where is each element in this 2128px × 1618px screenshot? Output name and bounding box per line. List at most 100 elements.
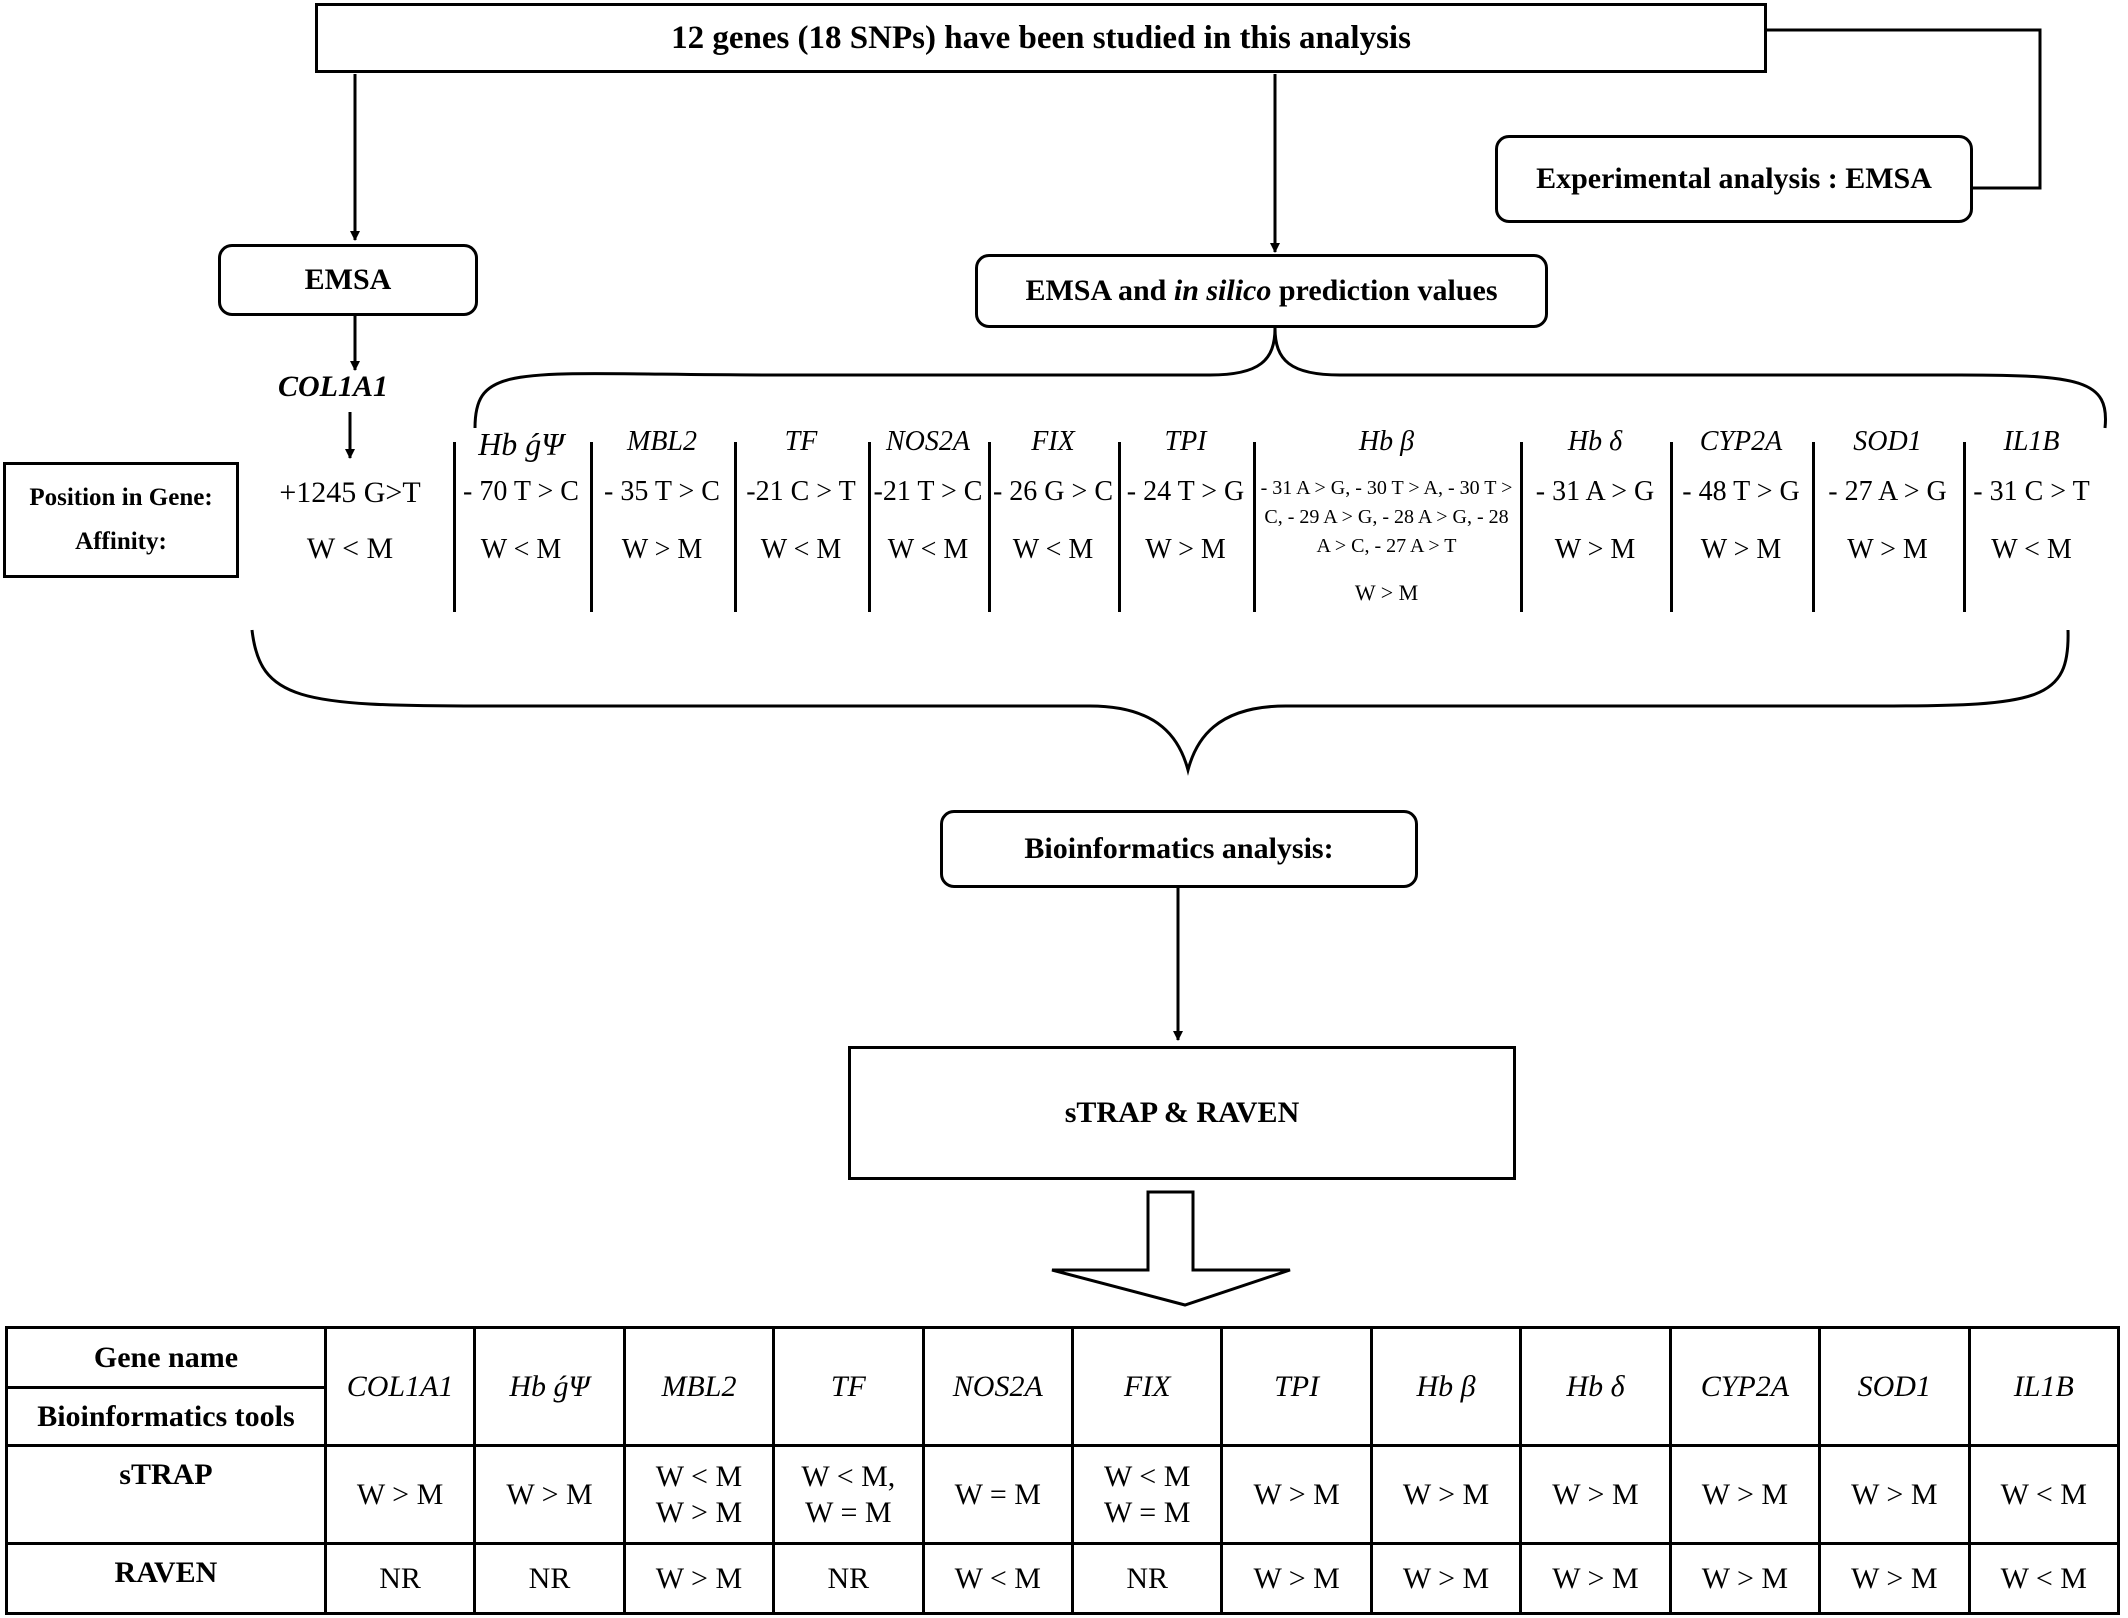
gene-position: -21 C > T <box>746 476 856 507</box>
table-gene-header: SOD1 <box>1818 1326 1971 1447</box>
gene-name: TPI <box>1164 426 1207 457</box>
table-cell: NR <box>1070 1542 1224 1615</box>
gene-affinity: W > M <box>1145 534 1226 565</box>
col1a1-position: +1245 G>T <box>279 476 421 509</box>
gene-position: - 31 C > T <box>1973 476 2090 507</box>
table-cell: W > M <box>1369 1542 1523 1615</box>
affinity-label: Affinity: <box>75 528 167 555</box>
gene-column-divider <box>453 442 456 612</box>
gene-position: - 31 A > G <box>1535 476 1655 507</box>
gene-column-divider <box>1963 442 1966 612</box>
gene-affinity: W > M <box>1554 534 1636 565</box>
table-cell: W > M <box>1818 1542 1971 1615</box>
emsa-insilico-part3: prediction values <box>1271 274 1498 307</box>
table-cell: W > M <box>1369 1444 1523 1545</box>
bioinformatics-text: Bioinformatics analysis: <box>1024 832 1334 865</box>
gene-name: Hb ǵΨ <box>478 426 564 462</box>
table-cell: W < M <box>1967 1444 2121 1545</box>
table-gene-header: IL1B <box>1967 1326 2121 1447</box>
emsa-insilico-box: EMSA and in silico prediction values <box>975 254 1548 328</box>
gene-position: -21 T > C <box>873 476 983 507</box>
lower-brace <box>250 629 2070 776</box>
gene-column-divider <box>1118 442 1121 612</box>
gene-affinity: W < M <box>1012 534 1094 565</box>
top-summary-text: 12 genes (18 SNPs) have been studied in … <box>671 19 1411 56</box>
gene-column-divider <box>988 442 991 612</box>
gene-affinity: W < M <box>480 534 562 565</box>
gene-affinity: W > M <box>1847 534 1928 565</box>
gene-name: Hb β <box>1358 426 1415 457</box>
tool-name: sTRAP <box>5 1444 327 1545</box>
position-affinity-label-box: Position in Gene: Affinity: <box>3 462 239 578</box>
table-cell: W < M W > M <box>622 1444 776 1545</box>
top-summary-box: 12 genes (18 SNPs) have been studied in … <box>315 3 1767 73</box>
experimental-analysis-text: Experimental analysis : EMSA <box>1536 162 1932 195</box>
gene-affinity: W < M <box>887 534 969 565</box>
table-cell: W > M <box>1668 1444 1822 1545</box>
table-cell: W > M <box>1668 1542 1822 1615</box>
gene-name: MBL2 <box>627 426 697 457</box>
table-cell: W < M <box>921 1542 1075 1615</box>
gene-column-divider <box>590 442 593 612</box>
col1a1-affinity: W < M <box>306 532 394 565</box>
gene-name: Hb δ <box>1567 426 1623 457</box>
table-gene-header: FIX <box>1070 1326 1224 1447</box>
gene-column-divider <box>868 442 871 612</box>
gene-column-divider <box>1253 442 1256 612</box>
gene-column-divider <box>1520 442 1523 612</box>
table-cell: W > M <box>1519 1444 1672 1545</box>
experimental-analysis-box: Experimental analysis : EMSA <box>1495 135 1973 223</box>
gene-name: NOS2A <box>886 426 970 457</box>
table-cell: W > M <box>1818 1444 1971 1545</box>
gene-position: - 24 T > G <box>1126 476 1245 507</box>
table-gene-header: Hb β <box>1369 1326 1523 1447</box>
table-cell: NR <box>323 1542 477 1615</box>
gene-affinity: W > M <box>1354 580 1419 605</box>
gene-name: FIX <box>1031 426 1075 457</box>
table-gene-header: CYP2A <box>1668 1326 1822 1447</box>
table-gene-header: COL1A1 <box>323 1326 477 1447</box>
strap-raven-text: sTRAP & RAVEN <box>1064 1096 1300 1129</box>
gene-position: - 48 T > G <box>1682 476 1800 507</box>
table-gene-header: Hb ǵΨ <box>473 1326 626 1447</box>
gene-affinity: W < M <box>1991 534 2072 565</box>
table-gene-header: TPI <box>1220 1326 1373 1447</box>
header-gene-name: Gene name <box>5 1326 327 1389</box>
table-cell: W < M, W = M <box>772 1444 925 1545</box>
table-cell: W < M <box>1967 1542 2121 1615</box>
big-down-arrow <box>1051 1190 1291 1307</box>
table-gene-header: Hb δ <box>1519 1326 1672 1447</box>
gene-position: - 31 A > G, - 30 T > A, - 30 T > C, - 29… <box>1260 477 1513 557</box>
gene-name: IL1B <box>2003 426 2060 457</box>
arrow-to-experimental <box>1765 28 2042 193</box>
gene-name: SOD1 <box>1853 426 1922 457</box>
gene-column-divider <box>734 442 737 612</box>
emsa-text: EMSA <box>304 263 392 296</box>
table-cell: W > M <box>1220 1542 1373 1615</box>
table-cell: NR <box>772 1542 925 1615</box>
gene-affinity: W < M <box>760 534 842 565</box>
table-cell: W > M <box>622 1542 776 1615</box>
gene-name: CYP2A <box>1699 426 1783 457</box>
table-gene-header: TF <box>772 1326 925 1447</box>
table-cell: W = M <box>921 1444 1075 1545</box>
emsa-insilico-part2: in silico <box>1173 274 1272 307</box>
upper-brace <box>473 327 2108 429</box>
gene-affinity: W > M <box>621 534 703 565</box>
table-header-row: Bioinformatics tools <box>5 1386 2119 1447</box>
table-cell: W > M <box>473 1444 626 1545</box>
gene-position: - 27 A > G <box>1828 476 1947 507</box>
table-cell: W < M W = M <box>1070 1444 1224 1545</box>
emsa-insilico-part1: EMSA and <box>1025 274 1174 307</box>
col1a1-label: COL1A1 <box>278 370 389 403</box>
table-cell: W > M <box>323 1444 477 1545</box>
header-bioinformatics-tools: Bioinformatics tools <box>5 1386 327 1447</box>
gene-column-divider <box>1670 442 1673 612</box>
position-label: Position in Gene: <box>29 484 213 512</box>
tool-name: RAVEN <box>5 1542 327 1615</box>
table-gene-header: MBL2 <box>622 1326 776 1447</box>
